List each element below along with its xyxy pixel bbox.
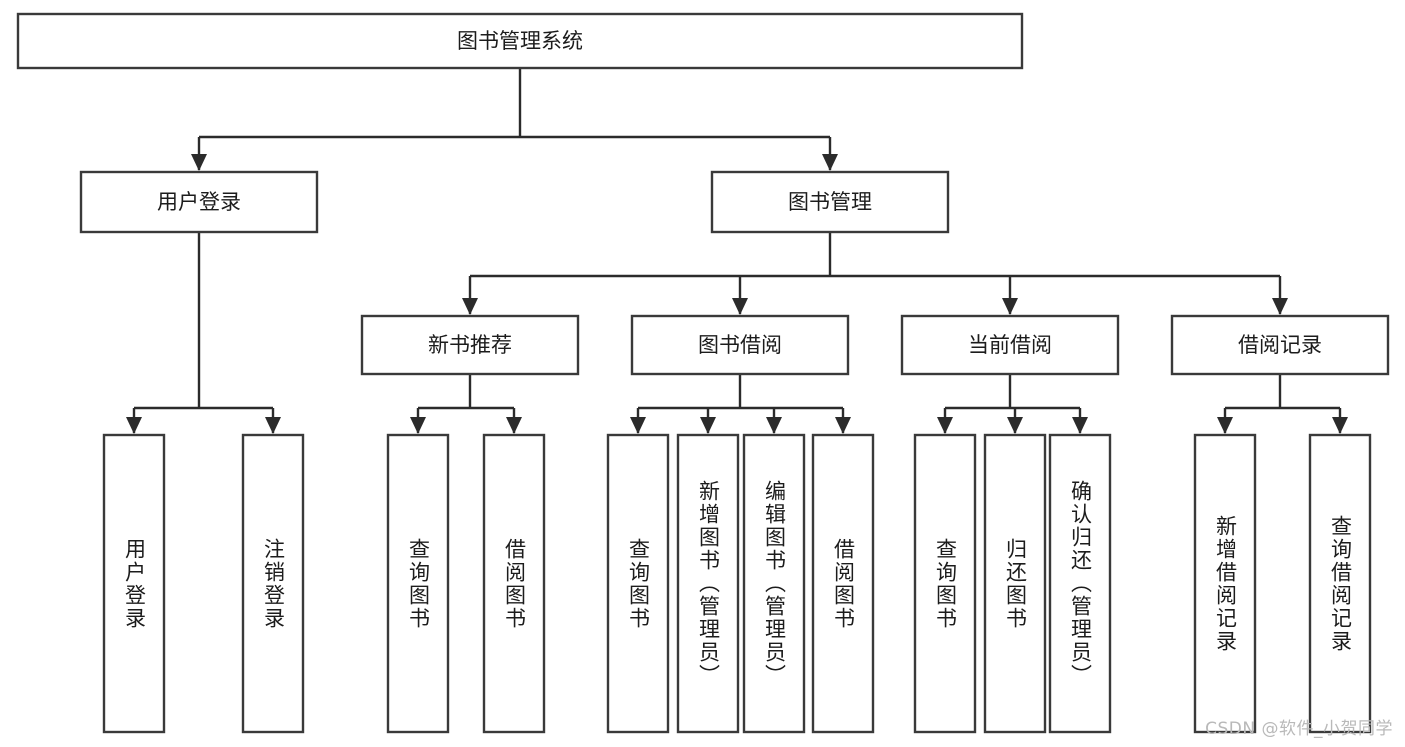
- arrow-head-icon-leaf-borrow-book-1: [506, 417, 522, 434]
- arrow-head-icon-leaf-logout-login: [265, 417, 281, 434]
- arrow-head-icon-book-borrow: [732, 298, 748, 315]
- arrow-head-icon-leaf-query-borrow-record: [1332, 417, 1348, 434]
- root-node-label: 图书管理系统: [457, 29, 583, 53]
- arrow-head-icon-leaf-query-book-1: [410, 417, 426, 434]
- level2-node-book-management-box[interactable]: [710, 170, 950, 234]
- arrow-head-icon-leaf-edit-book: [766, 417, 782, 434]
- leaf-node-leaf-add-book-box[interactable]: [676, 433, 740, 734]
- leaf-node-leaf-query-borrow-record-box[interactable]: [1308, 433, 1372, 734]
- level3-node-current-borrow-label: 当前借阅: [968, 333, 1052, 357]
- level3-node-new-book-recommend-label: 新书推荐: [428, 333, 512, 357]
- level3-node-borrow-record-label: 借阅记录: [1238, 333, 1322, 357]
- root-node-box[interactable]: [16, 12, 1024, 70]
- arrow-head-icon-current-borrow: [1002, 298, 1018, 315]
- arrow-head-icon-user-login: [191, 154, 207, 171]
- arrow-head-icon-new-book-recommend: [462, 298, 478, 315]
- arrow-head-icon-leaf-query-book-2: [630, 417, 646, 434]
- level3-node-current-borrow-box[interactable]: [900, 314, 1120, 376]
- leaf-node-leaf-logout-login-box[interactable]: [241, 433, 305, 734]
- leaf-node-leaf-query-book-1-box[interactable]: [386, 433, 450, 734]
- connector-lines: [126, 68, 1348, 434]
- arrow-head-icon-leaf-confirm-return: [1072, 417, 1088, 434]
- leaf-node-leaf-borrow-book-1-box[interactable]: [482, 433, 546, 734]
- level3-node-new-book-recommend-box[interactable]: [360, 314, 580, 376]
- arrow-head-icon-leaf-add-book: [700, 417, 716, 434]
- level2-node-book-management-label: 图书管理: [788, 190, 872, 214]
- leaf-node-leaf-confirm-return-box[interactable]: [1048, 433, 1112, 734]
- leaf-node-leaf-add-borrow-record-box[interactable]: [1193, 433, 1257, 734]
- level3-node-book-borrow-label: 图书借阅: [698, 333, 782, 357]
- level2-node-user-login-box[interactable]: [79, 170, 319, 234]
- arrow-head-icon-leaf-query-book-3: [937, 417, 953, 434]
- arrow-head-icon-leaf-user-login: [126, 417, 142, 434]
- arrow-head-icon-leaf-add-borrow-record: [1217, 417, 1233, 434]
- node-boxes: [16, 12, 1390, 734]
- level2-node-user-login-label: 用户登录: [157, 190, 241, 214]
- leaf-node-leaf-return-book-box[interactable]: [983, 433, 1047, 734]
- arrow-head-icon-book-management: [822, 154, 838, 171]
- leaf-node-leaf-borrow-book-2-box[interactable]: [811, 433, 875, 734]
- arrow-head-icon-borrow-record: [1272, 298, 1288, 315]
- arrow-head-icon-leaf-borrow-book-2: [835, 417, 851, 434]
- csdn-watermark: CSDN @软件_小贺同学: [1205, 719, 1393, 739]
- arrow-head-icon-leaf-return-book: [1007, 417, 1023, 434]
- level3-node-borrow-record-box[interactable]: [1170, 314, 1390, 376]
- leaf-node-leaf-query-book-3-box[interactable]: [913, 433, 977, 734]
- leaf-node-leaf-query-book-2-box[interactable]: [606, 433, 670, 734]
- level3-node-book-borrow-box[interactable]: [630, 314, 850, 376]
- leaf-node-leaf-user-login-box[interactable]: [102, 433, 166, 734]
- leaf-node-leaf-edit-book-box[interactable]: [742, 433, 806, 734]
